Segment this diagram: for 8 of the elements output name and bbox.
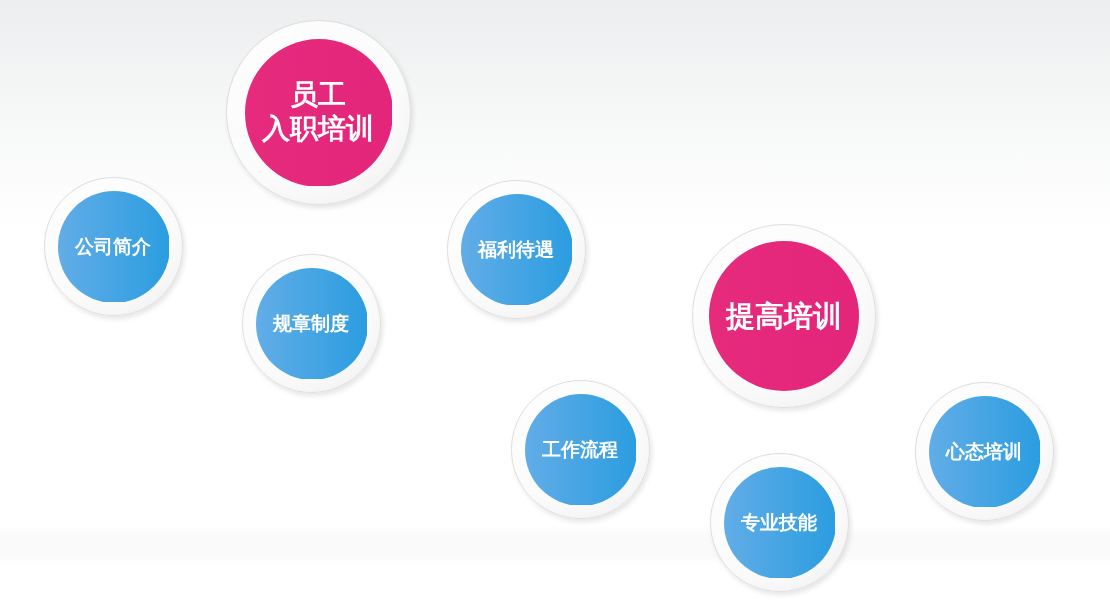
node-label: 专业技能 <box>741 510 817 534</box>
node-label: 工作流程 <box>542 437 618 461</box>
node-label: 员工入职培训 <box>262 78 374 146</box>
node-label: 福利待遇 <box>478 237 554 261</box>
node-label: 公司简介 <box>75 234 151 258</box>
node-label: 规章制度 <box>273 311 349 335</box>
node-label: 提高培训 <box>726 298 842 334</box>
node-label: 心态培训 <box>946 439 1022 463</box>
